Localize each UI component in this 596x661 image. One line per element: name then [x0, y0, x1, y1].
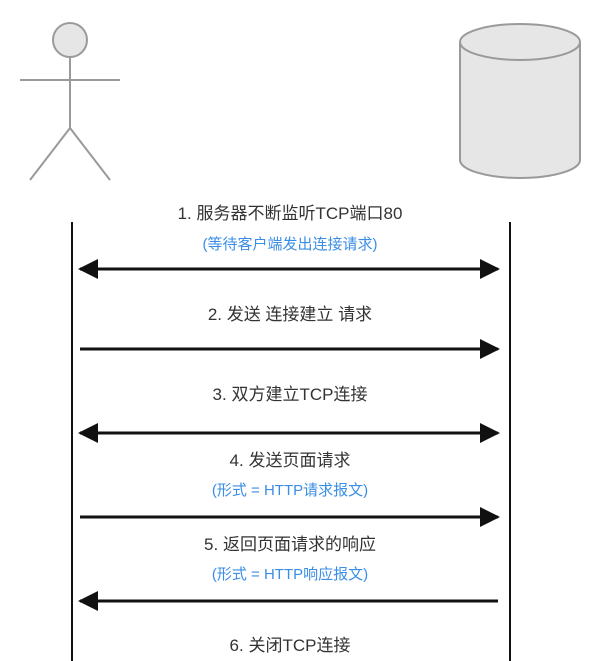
actor-stick-figure-icon [20, 22, 120, 181]
message-note-1: (等待客户端发出连接请求) [202, 236, 378, 253]
message-label-3: 3. 双方建立TCP连接 [212, 385, 368, 404]
message-note-5: (形式 = HTTP响应报文) [211, 566, 369, 583]
database-cylinder-icon [459, 23, 581, 179]
message-label-6: 6. 关闭TCP连接 [229, 636, 351, 655]
message-note-4: (形式 = HTTP请求报文) [211, 482, 369, 499]
message-label-1: 1. 服务器不断监听TCP端口80 [177, 204, 403, 223]
message-label-4: 4. 发送页面请求 [229, 451, 351, 470]
message-label-2: 2. 发送 连接建立 请求 [207, 305, 373, 324]
message-label-5: 5. 返回页面请求的响应 [204, 535, 376, 554]
